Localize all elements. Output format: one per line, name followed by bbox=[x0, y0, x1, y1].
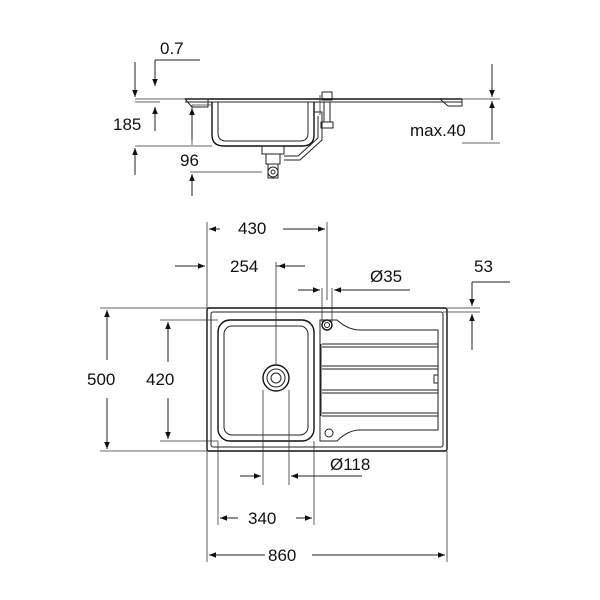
dim-overall-width: 860 bbox=[268, 546, 296, 565]
dim-bowl-width: 340 bbox=[248, 509, 276, 528]
dim-overall-depth: 500 bbox=[87, 370, 115, 389]
dim-waste-offset: 96 bbox=[180, 151, 199, 170]
dim-bowl-width-top: 430 bbox=[238, 219, 266, 238]
dim-bowl-depth: 185 bbox=[113, 115, 141, 134]
plan-view: 430 254 Ø35 53 500 420 bbox=[87, 219, 510, 565]
side-section-view: 0.7 185 max.40 96 bbox=[113, 39, 500, 196]
dim-max-worktop: max.40 bbox=[410, 121, 466, 140]
dim-tap-hole: Ø35 bbox=[370, 267, 402, 286]
dim-bowl-depth-plan: 420 bbox=[146, 370, 174, 389]
dim-rim-thickness: 0.7 bbox=[160, 39, 184, 58]
dim-tap-offset: 53 bbox=[474, 257, 493, 276]
dim-waste-position: 254 bbox=[230, 257, 258, 276]
dim-waste-diameter: Ø118 bbox=[330, 455, 370, 474]
